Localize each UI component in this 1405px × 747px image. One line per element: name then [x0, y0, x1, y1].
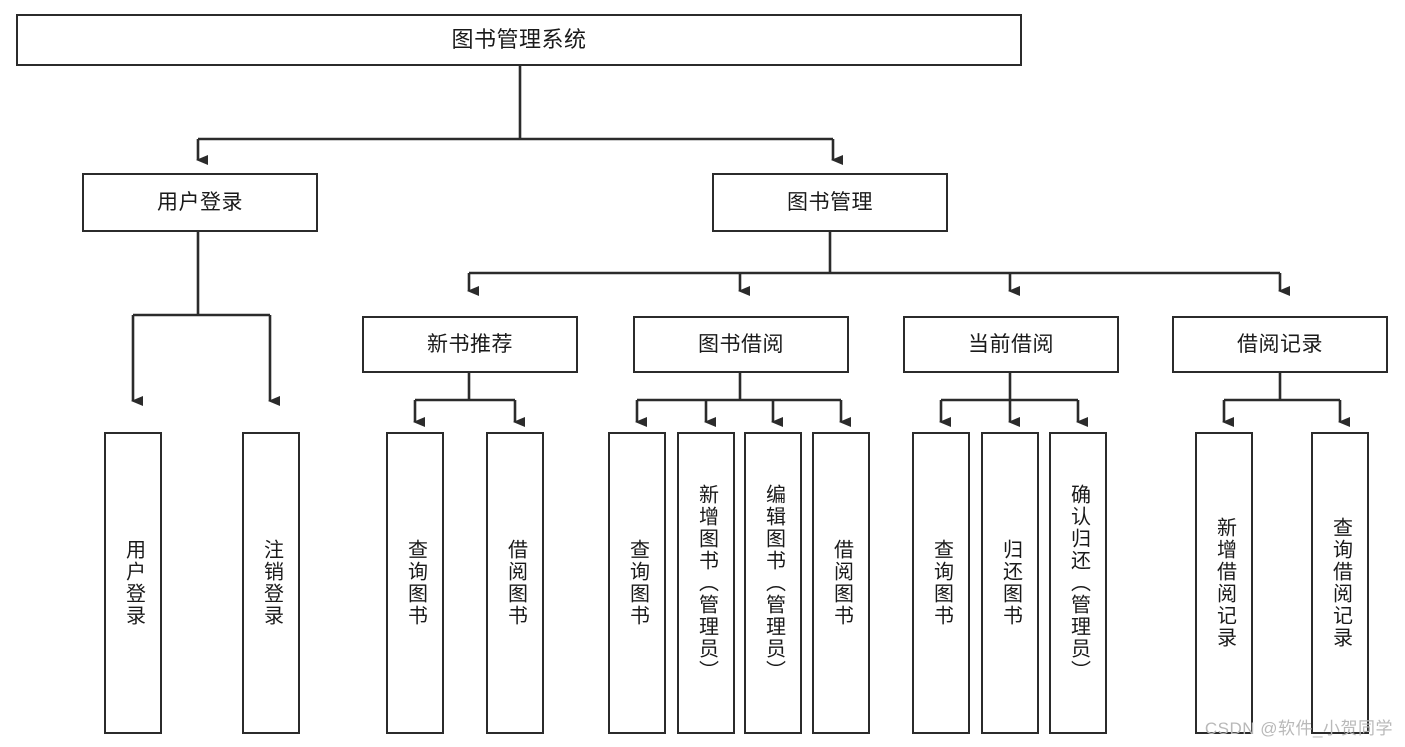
node-label: 新增借阅记录 — [1213, 517, 1236, 649]
node-label: 图书管理 — [787, 190, 873, 214]
node-new-book-recommend[interactable]: 新书推荐 — [362, 316, 578, 373]
node-root-system[interactable]: 图书管理系统 — [16, 14, 1022, 66]
node-label: 用户登录 — [122, 539, 145, 627]
node-label: 借阅图书 — [830, 539, 853, 627]
leaf-user-logout[interactable]: 注销登录 — [242, 432, 300, 734]
leaf-borrow-borrow-book[interactable]: 借阅图书 — [812, 432, 870, 734]
csdn-watermark: CSDN @软件_小贺同学 — [1204, 719, 1393, 738]
node-borrow-record[interactable]: 借阅记录 — [1172, 316, 1388, 373]
node-label: 查询图书 — [930, 539, 953, 627]
leaf-newbook-query-book[interactable]: 查询图书 — [386, 432, 444, 734]
node-current-borrow[interactable]: 当前借阅 — [903, 316, 1119, 373]
leaf-current-query-book[interactable]: 查询图书 — [912, 432, 970, 734]
leaf-borrow-add-book-admin[interactable]: 新增图书（管理员） — [677, 432, 735, 734]
node-label: 借阅记录 — [1237, 332, 1323, 356]
leaf-borrow-edit-book-admin[interactable]: 编辑图书（管理员） — [744, 432, 802, 734]
node-label: 查询图书 — [626, 539, 649, 627]
node-label: 新增图书（管理员） — [695, 484, 718, 682]
node-label: 当前借阅 — [968, 332, 1054, 356]
leaf-borrow-query-book[interactable]: 查询图书 — [608, 432, 666, 734]
node-label: 用户登录 — [157, 190, 243, 214]
leaf-current-confirm-return-admin[interactable]: 确认归还（管理员） — [1049, 432, 1107, 734]
leaf-current-return-book[interactable]: 归还图书 — [981, 432, 1039, 734]
node-label: 归还图书 — [999, 539, 1022, 627]
node-label: 图书借阅 — [698, 332, 784, 356]
node-label: 编辑图书（管理员） — [762, 484, 785, 682]
node-label: 注销登录 — [260, 539, 283, 627]
leaf-record-add-record[interactable]: 新增借阅记录 — [1195, 432, 1253, 734]
node-label: 查询图书 — [404, 539, 427, 627]
leaf-record-query-record[interactable]: 查询借阅记录 — [1311, 432, 1369, 734]
node-label: 查询借阅记录 — [1329, 517, 1352, 649]
node-book-borrow[interactable]: 图书借阅 — [633, 316, 849, 373]
node-label: 确认归还（管理员） — [1067, 484, 1090, 682]
node-label: 新书推荐 — [427, 332, 513, 356]
node-book-management[interactable]: 图书管理 — [712, 173, 948, 232]
leaf-newbook-borrow-book[interactable]: 借阅图书 — [486, 432, 544, 734]
node-label: 图书管理系统 — [451, 26, 587, 52]
node-label: 借阅图书 — [504, 539, 527, 627]
node-user-login[interactable]: 用户登录 — [82, 173, 318, 232]
leaf-user-login[interactable]: 用户登录 — [104, 432, 162, 734]
